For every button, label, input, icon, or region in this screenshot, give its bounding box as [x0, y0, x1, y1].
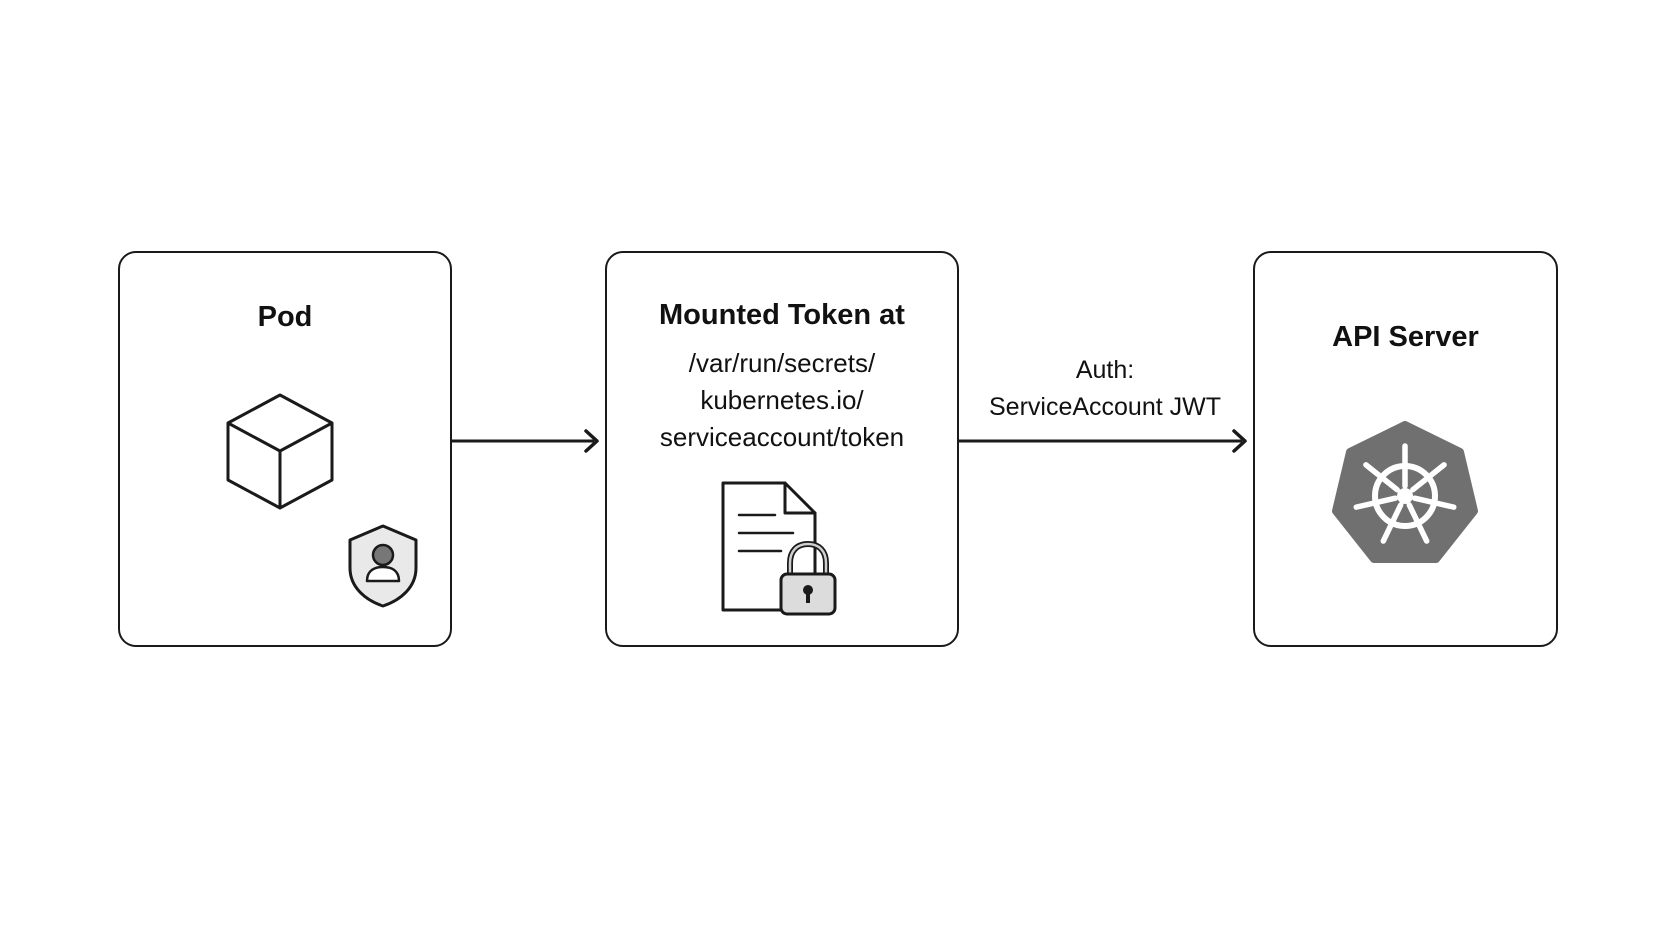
- token-node: Mounted Token at /var/run/secrets/ kuber…: [605, 251, 959, 647]
- arrowhead-pod-to-token: [584, 429, 599, 453]
- token-title: Mounted Token at: [659, 299, 905, 331]
- edge-label-line: ServiceAccount JWT: [988, 393, 1221, 421]
- edge-label-auth: Auth: ServiceAccount JWT: [975, 352, 1235, 426]
- pod-title: Pod: [257, 301, 313, 333]
- api-server-node: API Server: [1253, 251, 1558, 647]
- token-path-line: serviceaccount/token: [659, 422, 905, 452]
- kubernetes-helm-icon: [1332, 421, 1478, 563]
- edge-label-line: Auth:: [1075, 356, 1135, 384]
- token-path-line: /var/run/secrets/: [688, 348, 876, 378]
- api-server-title: API Server: [1332, 321, 1479, 353]
- token-path: /var/run/secrets/ kubernetes.io/ service…: [607, 345, 957, 456]
- locked-document-icon: [721, 481, 837, 616]
- arrowhead-token-to-api: [1232, 429, 1247, 453]
- token-path-line: kubernetes.io/: [700, 385, 864, 415]
- pod-node: Pod: [118, 251, 452, 647]
- cube-icon: [226, 393, 334, 510]
- shield-user-icon: [348, 524, 418, 608]
